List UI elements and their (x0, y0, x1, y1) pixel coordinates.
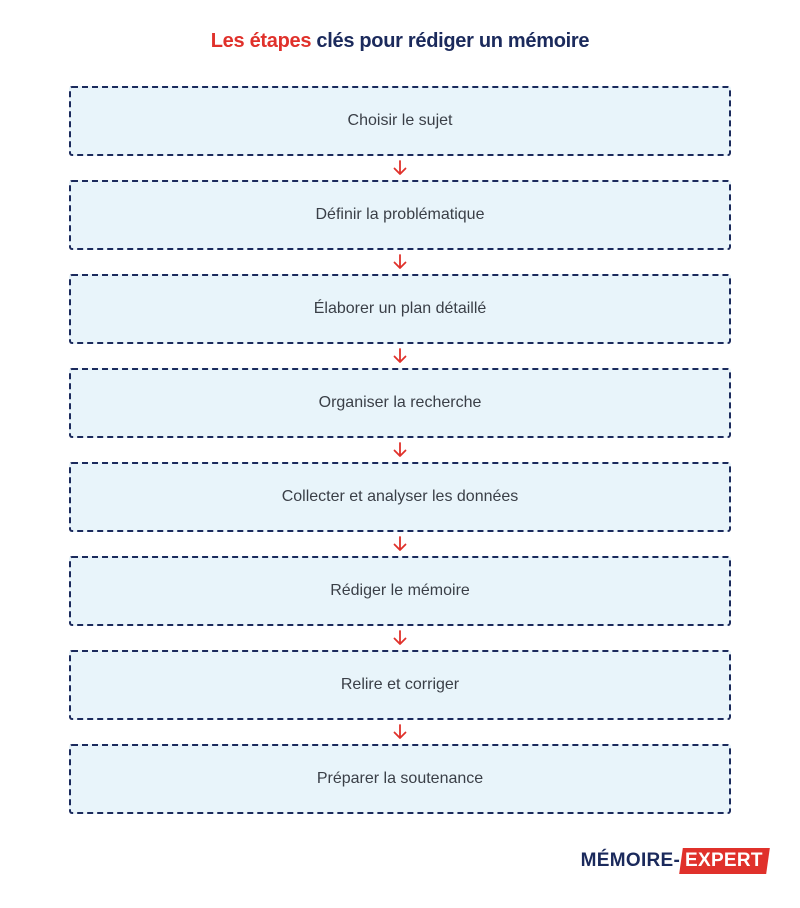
title-main: clés pour rédiger un mémoire (311, 30, 590, 52)
step-box-6: Rédiger le mémoire (69, 556, 731, 626)
step-box-5: Collecter et analyser les données (69, 462, 731, 532)
step-box-4: Organiser la recherche (69, 368, 731, 438)
down-arrow-icon (69, 250, 731, 274)
step-box-3: Élaborer un plan détaillé (69, 274, 731, 344)
step-label: Organiser la recherche (318, 394, 482, 411)
step-label: Élaborer un plan détaillé (313, 300, 487, 317)
step-box-8: Préparer la soutenance (69, 744, 731, 814)
logo-text-badge: EXPERT (685, 850, 763, 871)
step-label: Collecter et analyser les données (281, 488, 519, 505)
diagram-title: Les étapes clés pour rédiger un mémoire (0, 30, 800, 53)
brand-logo: MÉMOIRE-EXPERT (580, 848, 770, 874)
step-label: Relire et corriger (340, 676, 460, 693)
step-box-2: Définir la problématique (69, 180, 731, 250)
step-box-1: Choisir le sujet (69, 86, 731, 156)
down-arrow-icon (69, 344, 731, 368)
down-arrow-icon (69, 720, 731, 744)
down-arrow-icon (69, 626, 731, 650)
down-arrow-icon (69, 532, 731, 556)
step-label: Rédiger le mémoire (330, 582, 470, 599)
down-arrow-icon (69, 438, 731, 462)
step-label: Choisir le sujet (347, 112, 453, 129)
title-accent: Les étapes (210, 30, 312, 52)
steps-flow: Choisir le sujet Définir la problématiqu… (69, 86, 731, 814)
step-box-7: Relire et corriger (69, 650, 731, 720)
logo-badge: EXPERT (679, 848, 770, 874)
logo-text-main: MÉMOIRE- (580, 850, 681, 871)
step-label: Définir la problématique (315, 206, 485, 223)
step-label: Préparer la soutenance (316, 770, 484, 787)
down-arrow-icon (69, 156, 731, 180)
